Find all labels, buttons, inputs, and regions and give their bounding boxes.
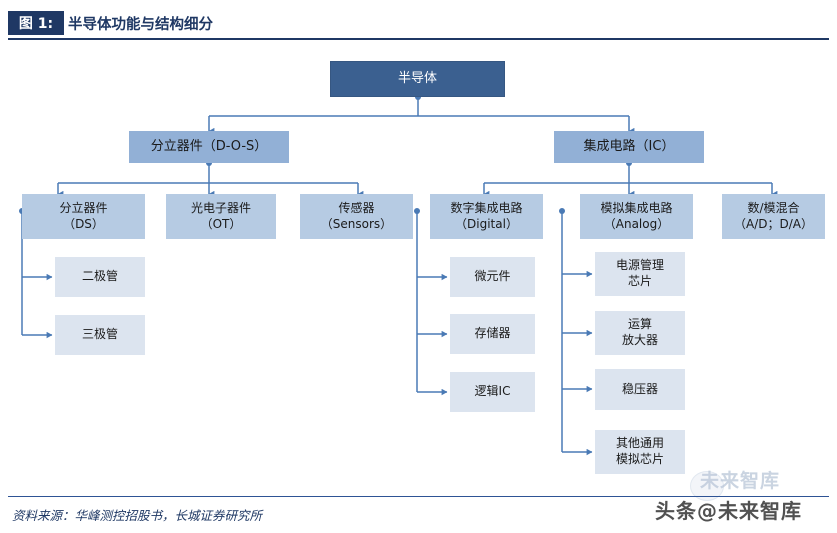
node-label-line1: 电源管理 [615,258,664,273]
node-discrete-devices[interactable]: 分立器件（D-O-S） [129,131,289,163]
node-label-line1: 数/模混合 [747,200,800,215]
node-analog-ic[interactable]: 模拟集成电路 （Analog） [580,194,693,239]
node-label: 存储器 [474,326,511,341]
node-logic-ic[interactable]: 逻辑IC [450,372,535,412]
node-label-line2: （DS） [63,216,104,231]
source-note: 资料来源：华峰测控招股书，长城证券研究所 [12,508,263,523]
node-label: 半导体 [397,71,437,87]
node-label-line2: 放大器 [621,333,658,347]
node-label-line2: 模拟芯片 [615,452,664,466]
semiconductor-tree-diagram: 半导体 分立器件（D-O-S） 集成电路（IC） 分立器件 （DS） 光电子器件… [0,44,837,494]
node-label-line2: （A/D；D/A） [734,216,813,231]
node-sensors[interactable]: 传感器 （Sensors） [300,194,413,239]
node-label-line1: 其他通用 [615,436,664,451]
node-label-line1: 传感器 [338,200,375,215]
node-label-line1: 运算 [627,317,652,332]
node-mixed-signal[interactable]: 数/模混合 （A/D；D/A） [722,194,825,239]
node-semiconductor[interactable]: 半导体 [330,61,505,97]
footer-divider [8,496,829,497]
node-label-line1: 模拟集成电路 [600,200,673,215]
node-diode[interactable]: 二极管 [55,257,145,297]
connector-lines [19,94,778,456]
figure-title-bar: 图 1: 半导体功能与结构细分 [8,11,829,37]
node-label: 稳压器 [621,381,658,396]
node-micro-component[interactable]: 微元件 [450,257,535,297]
node-label-line1: 数字集成电路 [450,200,523,215]
node-voltage-regulator[interactable]: 稳压器 [595,369,685,410]
node-label: 微元件 [474,269,511,284]
node-label-line1: 光电子器件 [190,200,251,215]
figure-number-tag: 图 1: [8,11,64,35]
node-label: 三极管 [81,327,118,342]
node-integrated-circuit[interactable]: 集成电路（IC） [554,131,704,163]
node-ds[interactable]: 分立器件 （DS） [22,194,145,239]
node-label: 分立器件（D-O-S） [150,139,268,155]
node-label-line2: 芯片 [627,274,652,288]
node-label: 集成电路（IC） [583,139,675,155]
node-ot[interactable]: 光电子器件 （OT） [166,194,276,239]
node-power-management-chip[interactable]: 电源管理 芯片 [595,252,685,296]
node-label: 二极管 [81,269,118,284]
node-label-line2: （Digital） [455,216,518,231]
node-triode[interactable]: 三极管 [55,315,145,355]
node-label-line2: （Analog） [603,216,670,231]
watermark-ghost-text: 未来智库 [700,470,781,492]
node-op-amp[interactable]: 运算 放大器 [595,311,685,355]
node-other-analog-chip[interactable]: 其他通用 模拟芯片 [595,430,685,474]
watermark-text: 头条@未来智库 [655,499,802,523]
title-divider [8,38,829,40]
node-label-line1: 分立器件 [59,200,108,215]
node-label-line2: （OT） [200,216,242,231]
node-label: 逻辑IC [474,384,511,399]
node-digital-ic[interactable]: 数字集成电路 （Digital） [430,194,543,239]
figure-title-text: 半导体功能与结构细分 [68,16,213,33]
node-label-line2: （Sensors） [320,216,393,231]
node-memory[interactable]: 存储器 [450,314,535,354]
